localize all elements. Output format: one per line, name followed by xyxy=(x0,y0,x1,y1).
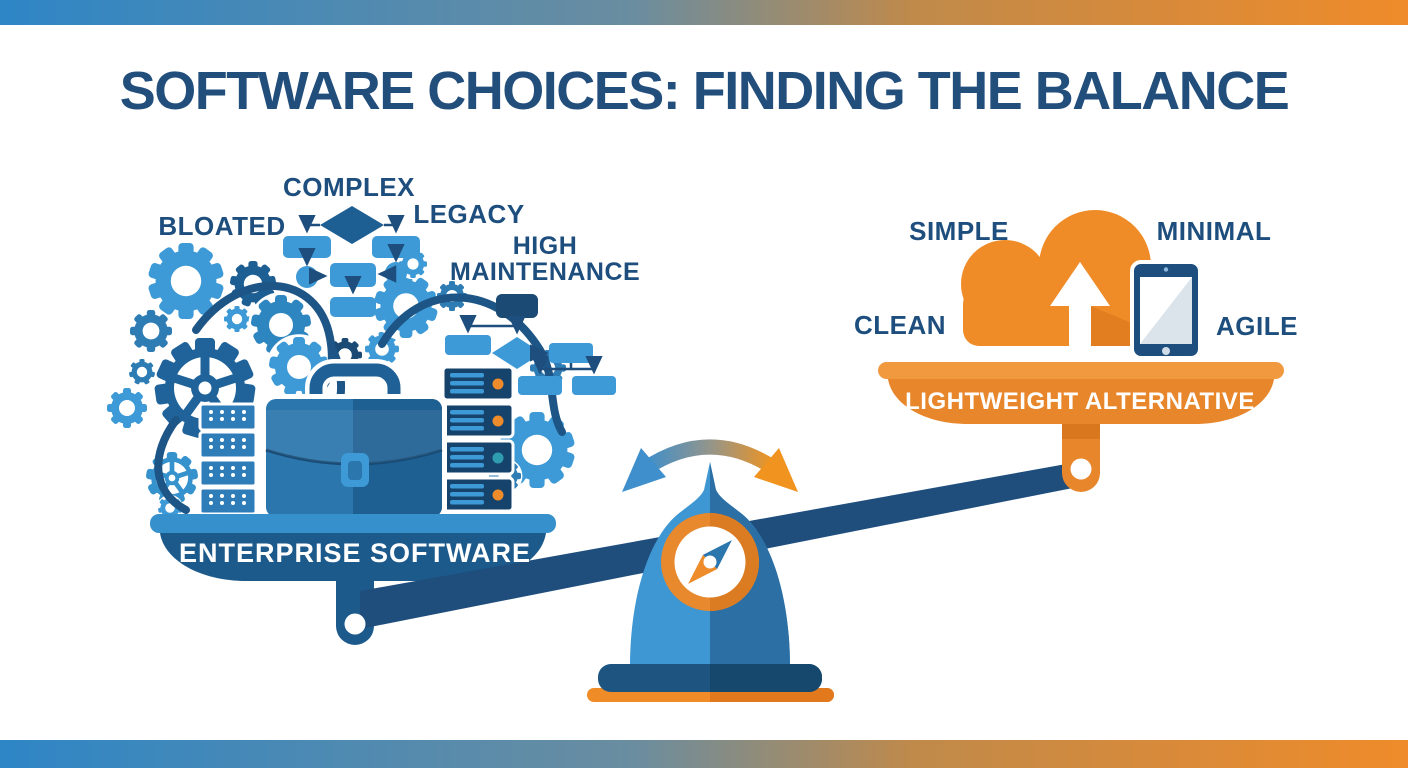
right-pan-bracket xyxy=(1062,424,1100,492)
compass-dial-icon xyxy=(661,513,759,611)
pan-label-enterprise: ENTERPRISE SOFTWARE xyxy=(178,538,532,568)
gear-icon xyxy=(128,308,174,354)
gear-icon xyxy=(144,239,228,323)
page-title: SOFTWARE CHOICES: FINDING THE BALANCE xyxy=(119,61,1290,121)
tag-complex: COMPLEX xyxy=(282,172,416,202)
right-pivot xyxy=(1070,458,1092,480)
arrow-left-head xyxy=(622,448,666,492)
arrow-right-head xyxy=(754,448,798,492)
briefcase-icon xyxy=(261,359,447,522)
gear-icon xyxy=(105,386,149,430)
tag-legacy: LEGACY xyxy=(413,199,525,229)
server-rack-icon xyxy=(198,402,258,516)
pan-label-lightweight: LIGHTWEIGHT ALTERNATIVE xyxy=(905,388,1255,415)
tag-agile: AGILE xyxy=(1216,311,1298,341)
right-pan-rim xyxy=(878,362,1284,379)
bottom-gradient-bar xyxy=(0,740,1408,768)
left-pivot xyxy=(344,613,366,635)
top-gradient-bar xyxy=(0,0,1408,25)
tablet-icon xyxy=(1130,260,1202,360)
tag-clean: CLEAN xyxy=(853,310,947,340)
tag-minimal: MINIMAL xyxy=(1156,216,1272,246)
tag-simple: SIMPLE xyxy=(909,216,1009,246)
gear-icon xyxy=(222,304,252,334)
right-pan xyxy=(878,362,1284,492)
tag-high-maintenance: HIGH MAINTENANCE xyxy=(450,232,641,286)
flowchart-icon xyxy=(283,206,420,317)
gear-icon xyxy=(363,330,401,368)
upload-arrow xyxy=(1050,262,1110,306)
right-pan-bowl xyxy=(888,379,1274,424)
gear-icon xyxy=(127,357,157,387)
left-pan-bowl xyxy=(160,533,546,581)
swap-arrows-icon xyxy=(622,439,798,492)
left-pan-rim xyxy=(150,514,556,533)
balance-scale-icon xyxy=(587,462,834,702)
flowchart-icon xyxy=(445,294,616,395)
tag-bloated: BLOATED xyxy=(158,211,286,241)
